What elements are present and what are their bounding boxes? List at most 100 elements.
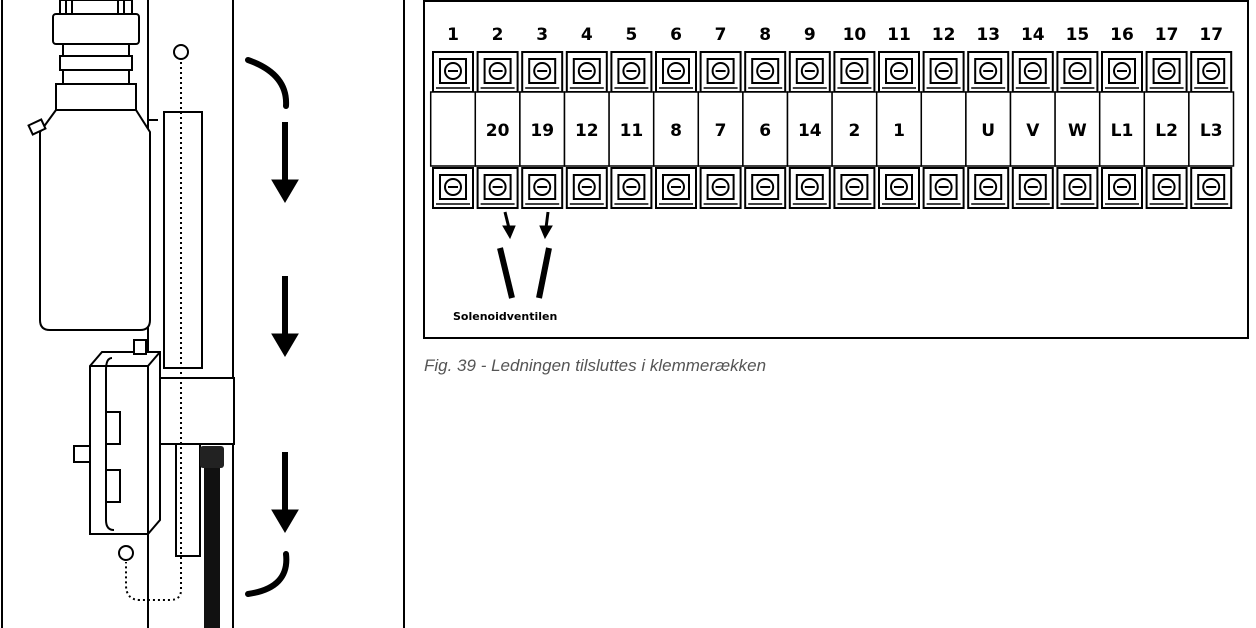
figure-caption: Fig. 39 - Ledningen tilsluttes i klemmer… — [424, 356, 767, 375]
screw-icon — [934, 178, 953, 196]
curved-arrow-icon — [245, 57, 290, 109]
clamp-block — [159, 377, 235, 445]
bottle-icon — [27, 0, 151, 331]
bottom-terminal — [476, 167, 519, 209]
screw-icon — [1202, 62, 1221, 80]
arrow-down-icon — [271, 276, 299, 357]
top-terminal — [833, 51, 876, 93]
top-terminal — [1101, 51, 1143, 93]
screw-icon — [1157, 178, 1176, 196]
terminal-label: 19 — [530, 121, 554, 141]
terminal-number: 7 — [715, 25, 727, 45]
upper-hole — [173, 44, 189, 60]
terminal-label: 11 — [620, 121, 644, 141]
lower-hole — [118, 545, 134, 561]
screw-icon — [488, 178, 507, 196]
terminal-number: 11 — [887, 25, 911, 45]
terminal-cell — [1098, 91, 1146, 167]
terminal-cell — [920, 91, 967, 167]
terminal-label: 1 — [893, 121, 905, 141]
screw-icon — [533, 62, 552, 80]
screw-icon — [890, 178, 908, 196]
bottom-terminal — [432, 167, 474, 209]
terminal-label: 6 — [759, 121, 771, 141]
screw-icon — [444, 62, 462, 80]
top-terminal — [521, 51, 564, 93]
terminal-number: 10 — [843, 25, 867, 45]
terminal-cell — [875, 91, 923, 167]
arrow-down-icon — [271, 122, 299, 203]
top-terminal — [699, 51, 742, 93]
terminal-number: 16 — [1110, 25, 1134, 45]
top-terminal — [476, 51, 519, 93]
screw-icon — [1023, 62, 1042, 80]
terminal-number: 2 — [492, 25, 504, 45]
terminal-label: L1 — [1111, 121, 1134, 141]
screw-icon — [577, 178, 596, 196]
screw-icon — [711, 62, 730, 80]
solenoid-wires — [497, 211, 553, 299]
top-terminal — [922, 51, 965, 93]
installation-illustration — [1, 0, 405, 628]
bottom-terminal — [878, 167, 920, 209]
terminal-label: 8 — [670, 121, 682, 141]
screw-icon — [1157, 62, 1176, 80]
screw-icon — [979, 178, 998, 196]
screw-icon — [622, 178, 641, 196]
terminal-number: 9 — [804, 25, 816, 45]
top-terminal — [610, 51, 653, 93]
junction-box-icon — [73, 339, 161, 535]
bottom-terminal — [833, 167, 876, 209]
terminal-number: 13 — [976, 25, 1000, 45]
screw-icon — [800, 178, 819, 196]
screw-icon — [756, 178, 775, 196]
top-terminal — [744, 51, 787, 93]
terminal-label: L3 — [1200, 121, 1223, 141]
screw-icon — [1113, 62, 1131, 80]
terminal-number: 5 — [625, 25, 637, 45]
screw-icon — [577, 62, 596, 80]
bottom-terminal — [922, 167, 965, 209]
terminal-label: 7 — [715, 121, 727, 141]
top-terminal — [655, 51, 697, 93]
screw-icon — [1113, 178, 1131, 196]
terminal-label: 12 — [575, 121, 599, 141]
terminal-label: W — [1068, 121, 1087, 141]
terminal-number: 17 — [1199, 25, 1223, 45]
black-cable — [204, 446, 220, 628]
terminal-number: 6 — [670, 25, 682, 45]
screw-icon — [1023, 178, 1042, 196]
terminal-cell — [1054, 91, 1101, 167]
top-terminal — [1011, 51, 1054, 93]
top-terminal — [1190, 51, 1233, 93]
screw-icon — [1202, 178, 1221, 196]
bottom-terminal — [1011, 167, 1054, 209]
bottom-terminal — [1101, 167, 1143, 209]
screw-icon — [756, 62, 775, 80]
arrow-down-icon — [271, 452, 299, 533]
screw-icon — [890, 62, 908, 80]
top-terminal-row — [432, 51, 1233, 93]
screw-icon — [488, 62, 507, 80]
screw-icon — [667, 178, 685, 196]
bottom-terminal — [1190, 167, 1233, 209]
screw-icon — [444, 178, 462, 196]
solenoid-label: Solenoidventilen — [453, 310, 557, 323]
top-terminal — [565, 51, 608, 93]
bottom-terminal — [521, 167, 564, 209]
terminal-number: 8 — [759, 25, 771, 45]
terminal-number: 17 — [1155, 25, 1179, 45]
screw-icon — [979, 62, 998, 80]
screw-icon — [934, 62, 953, 80]
bottom-terminal — [744, 167, 787, 209]
terminal-label: L2 — [1155, 121, 1178, 141]
terminal-cell — [742, 91, 789, 167]
screw-icon — [1068, 178, 1087, 196]
terminal-number: 1 — [447, 25, 459, 45]
terminal-number: 4 — [581, 25, 593, 45]
bottom-terminal — [610, 167, 653, 209]
bottom-terminal — [967, 167, 1010, 209]
terminal-cell — [1009, 91, 1056, 167]
